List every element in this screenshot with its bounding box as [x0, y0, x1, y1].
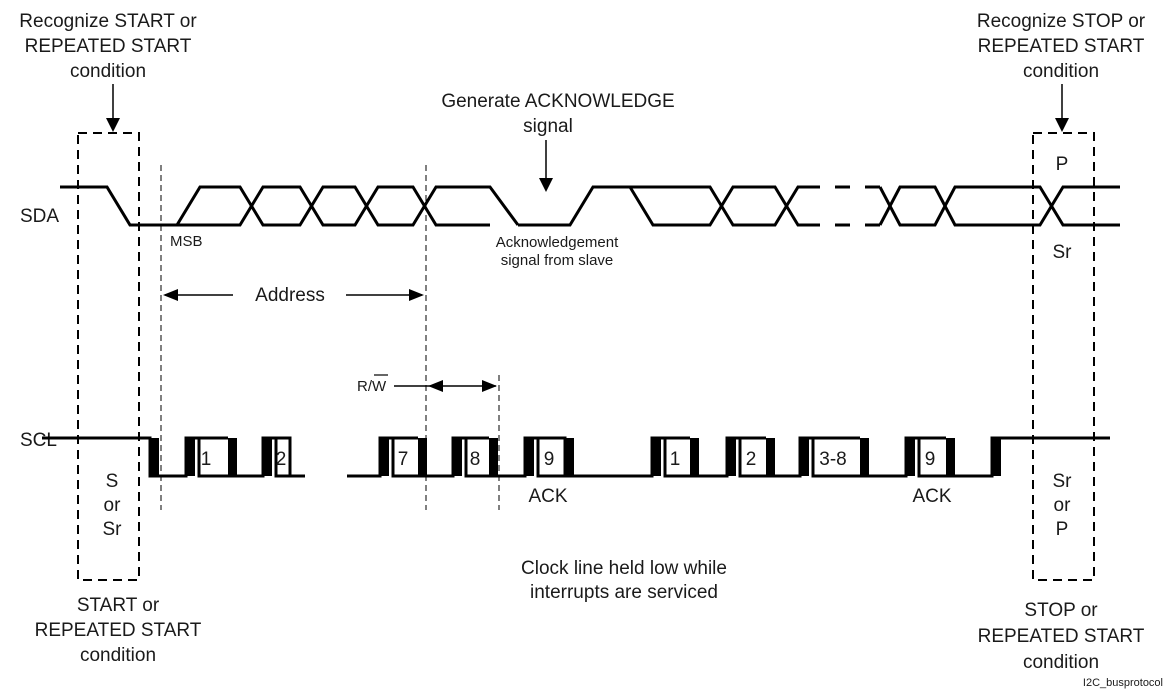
clock-num-1: 1	[201, 449, 212, 470]
sda-waveform	[60, 185, 1120, 227]
clock-num-9a: 9	[544, 449, 555, 470]
sr-label: Sr	[1053, 242, 1073, 263]
ack2-label: ACK	[912, 486, 951, 507]
recognize-start-label-3: condition	[70, 61, 146, 82]
stop-box-or: or	[1054, 495, 1072, 516]
clock-num-2: 2	[276, 449, 287, 470]
stop-box-p: P	[1056, 519, 1069, 540]
generate-ack-arrow	[539, 140, 553, 192]
ack-from-slave-label-2: signal from slave	[501, 252, 614, 269]
p-label: P	[1056, 154, 1069, 175]
recognize-stop-label-2: REPEATED START	[978, 36, 1145, 57]
recognize-stop-label-3: condition	[1023, 61, 1099, 82]
start-box-s: S	[106, 471, 119, 492]
recognize-start-label-1: Recognize START or	[19, 11, 197, 32]
msb-label: MSB	[170, 233, 203, 250]
clock-num-3-8: 3-8	[819, 449, 846, 470]
rw-label: R/W	[357, 378, 387, 395]
address-label: Address	[255, 285, 325, 306]
stop-condition-label-1: STOP or	[1024, 600, 1098, 621]
clock-num-7: 7	[398, 449, 409, 470]
recognize-stop-arrow	[1055, 84, 1069, 132]
recognize-start-arrow	[106, 84, 120, 132]
start-condition-label-3: condition	[80, 645, 156, 666]
scl-label: SCL	[20, 430, 57, 451]
figure-id-label: I2C_busprotocol	[1083, 677, 1163, 689]
start-condition-label-2: REPEATED START	[35, 620, 202, 641]
stop-condition-label-3: condition	[1023, 652, 1099, 673]
start-condition-label-1: START or	[77, 595, 160, 616]
clock-held-label-2: interrupts are serviced	[530, 582, 718, 603]
clock-num-1b: 1	[670, 449, 681, 470]
start-box-sr: Sr	[103, 519, 123, 540]
stop-condition-box	[1032, 132, 1095, 581]
ack-from-slave-label-1: Acknowledgement	[496, 234, 619, 251]
start-condition-box	[77, 132, 140, 581]
generate-ack-label-2: signal	[523, 116, 573, 137]
sda-label: SDA	[20, 206, 59, 227]
stop-condition-label-2: REPEATED START	[978, 626, 1145, 647]
address-dimension-arrow	[163, 289, 424, 301]
start-box-or: or	[104, 495, 122, 516]
recognize-stop-label-1: Recognize STOP or	[977, 11, 1146, 32]
clock-num-2b: 2	[746, 449, 757, 470]
ack1-label: ACK	[528, 486, 567, 507]
clock-held-label-1: Clock line held low while	[521, 558, 727, 579]
clock-num-8: 8	[470, 449, 481, 470]
scl-waveform-group	[42, 436, 1110, 478]
clock-num-9b: 9	[925, 449, 936, 470]
stop-box-sr: Sr	[1053, 471, 1073, 492]
generate-ack-label-1: Generate ACKNOWLEDGE	[441, 91, 674, 112]
recognize-start-label-2: REPEATED START	[25, 36, 192, 57]
rw-dimension-arrow	[394, 380, 497, 392]
